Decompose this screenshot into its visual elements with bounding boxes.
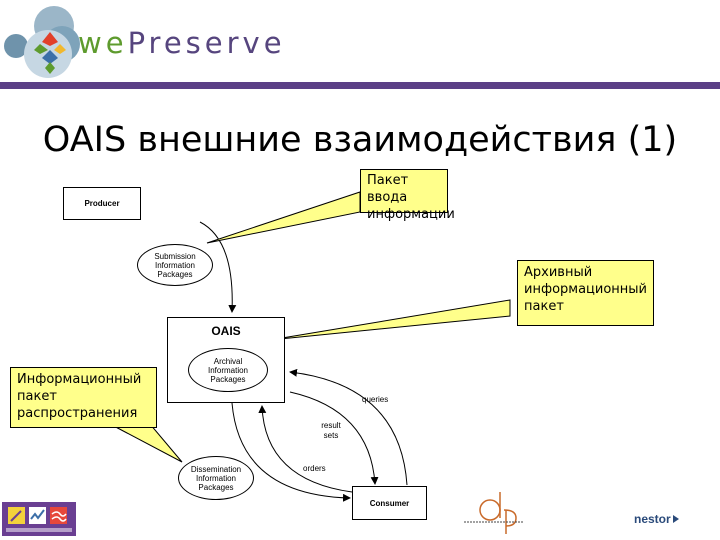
sip-line-1: Submission	[154, 251, 196, 261]
dip-line-1: Dissemination	[190, 464, 242, 474]
logo-preserve: Preserve	[127, 26, 286, 60]
dip-callout: Информационный пакет распространения	[10, 367, 157, 428]
aip-callout: Архивный информационный пакет	[517, 260, 654, 326]
aip-line-3: Packages	[210, 374, 246, 384]
nestor-logo-icon: nestor	[634, 512, 679, 526]
logo-we: we	[78, 26, 128, 60]
dip-callout-line-2: пакет	[17, 389, 57, 404]
sip-callout-line-1: Пакет ввода	[367, 173, 409, 205]
aip-line-1: Archival	[213, 356, 243, 366]
aip-line-2: Information	[207, 365, 249, 375]
dip-callout-line-3: распространения	[17, 406, 138, 421]
aip-callout-line-3: пакет	[524, 299, 564, 314]
producer-to-oais-arrow	[199, 221, 237, 313]
sip-line-2: Information	[154, 260, 195, 270]
aip-callout-line-1: Архивный	[524, 265, 593, 280]
nestor-text: nestor	[634, 512, 671, 526]
dip-line-3: Packages	[198, 482, 234, 492]
aip-oval: Archival Information Packages	[188, 348, 268, 392]
partner-logo-icon	[2, 502, 76, 536]
oais-to-consumer-arrow	[231, 402, 351, 502]
sip-oval: Submission Information Packages	[137, 244, 213, 286]
header-rule	[0, 82, 720, 89]
dip-callout-line-1: Информационный	[17, 372, 142, 387]
wepreserve-wordmark: wePreserve	[78, 26, 286, 60]
sip-callout-pointer	[206, 191, 361, 244]
producer-box: Producer	[63, 187, 141, 220]
dip-oval: Dissemination Information Packages	[178, 456, 254, 500]
consumer-box: Consumer	[352, 486, 427, 520]
result-sets-label: result sets	[316, 421, 346, 441]
aip-callout-line-2: информационный	[524, 282, 648, 297]
result-sets-line-1: result	[321, 421, 341, 430]
result-sets-arrow	[289, 391, 379, 485]
queries-label: queries	[362, 395, 389, 404]
nestor-triangle-icon	[672, 515, 679, 523]
aip-callout-pointer	[269, 299, 511, 341]
queries-arrow	[289, 368, 408, 486]
result-sets-line-2: sets	[323, 431, 339, 440]
sip-callout: Пакет ввода информации	[360, 169, 455, 222]
consumer-label: Consumer	[369, 498, 410, 508]
wepreserve-logo-icon	[4, 6, 80, 78]
dip-callout-pointer	[109, 423, 183, 463]
dpe-logo-icon	[464, 492, 524, 534]
orders-arrow	[258, 405, 353, 493]
orders-label: orders	[303, 464, 326, 473]
sip-line-3: Packages	[157, 269, 193, 279]
slide-title: OAIS внешние взаимодействия (1)	[42, 120, 678, 160]
producer-label: Producer	[84, 199, 120, 208]
oais-label: OAIS	[211, 324, 241, 338]
sip-callout-line-2: информации	[367, 207, 455, 222]
dip-line-2: Information	[195, 473, 237, 483]
